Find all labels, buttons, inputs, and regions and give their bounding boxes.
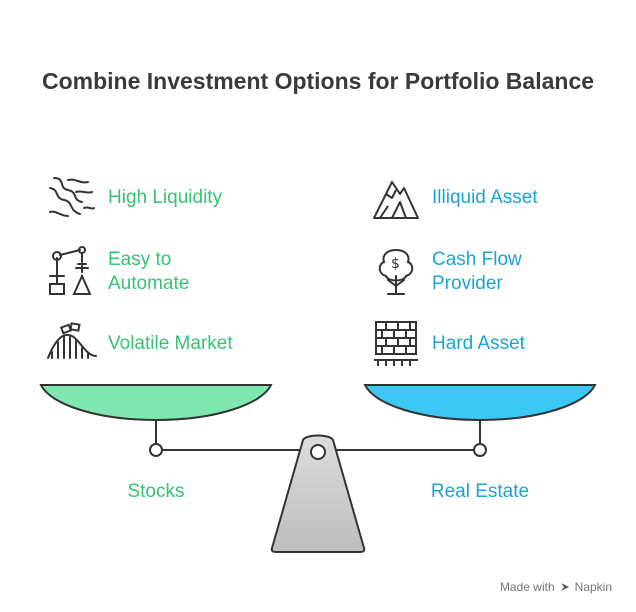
left-pivot — [149, 443, 163, 457]
right-item-hard: Hard Asset — [370, 318, 525, 370]
fulcrum-pivot — [310, 444, 326, 460]
right-item-illiquid: Illiquid Asset — [370, 172, 538, 224]
roller-coaster-icon — [46, 318, 98, 370]
brick-wall-icon — [370, 318, 422, 370]
made-with-text: Made with — [499, 580, 555, 594]
right-caption: Real Estate — [430, 481, 530, 502]
money-tree-icon: $ — [370, 246, 422, 298]
left-item-volatile: Volatile Market — [46, 318, 233, 370]
footer-credit: Made with Napkin — [500, 580, 612, 594]
left-caption: Stocks — [127, 481, 185, 502]
mountain-icon — [370, 172, 422, 224]
diagram-title: Combine Investment Options for Portfolio… — [41, 68, 595, 94]
left-item-label: Volatile Market — [108, 333, 233, 354]
left-item-label: High Liquidity — [108, 187, 223, 208]
right-item-label: Illiquid Asset — [432, 187, 538, 208]
left-item-liquidity: High Liquidity — [46, 172, 222, 224]
left-pan — [39, 384, 273, 422]
right-item-label: Hard Asset — [432, 333, 525, 354]
svg-text:$: $ — [391, 256, 400, 272]
right-pan — [363, 384, 597, 422]
robot-arm-icon — [46, 246, 98, 298]
river-icon — [46, 172, 98, 224]
brand-text: Napkin — [574, 580, 612, 594]
fulcrum — [270, 434, 366, 553]
napkin-logo-icon — [560, 583, 569, 591]
right-pivot — [473, 443, 487, 457]
